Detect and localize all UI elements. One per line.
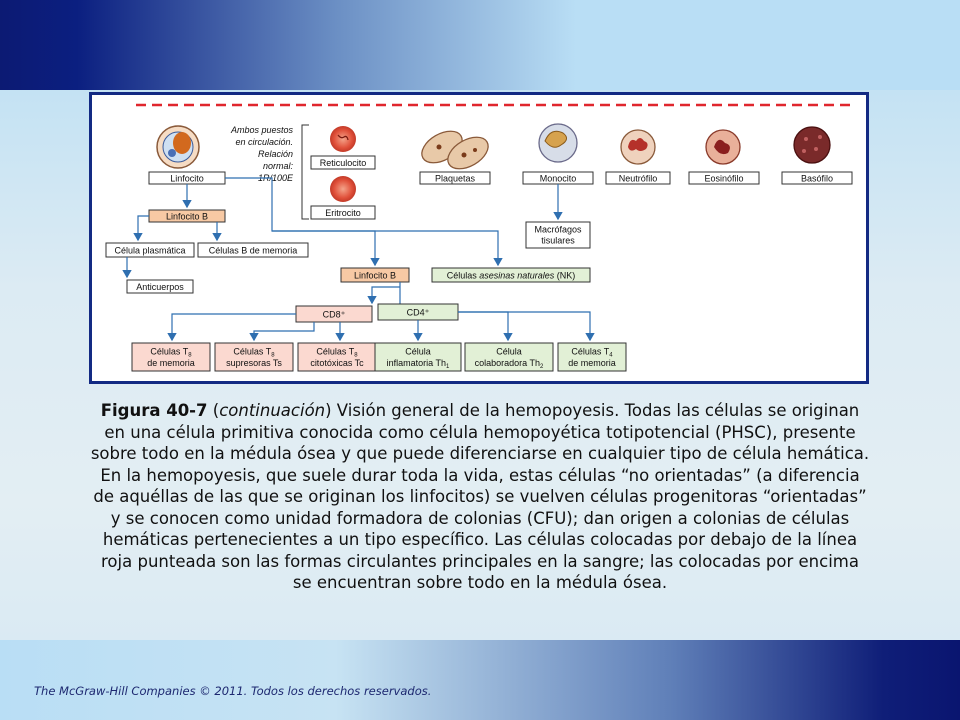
t8-supresoras-line2: supresoras Ts — [226, 358, 282, 368]
t8-memoria-text: Células T — [150, 347, 188, 357]
t8-memoria-line1: Células T8 — [150, 347, 192, 359]
nk-label-italic: asesinas naturales — [479, 271, 555, 281]
hemopoiesis-diagram: Linfocito Ambos puestos en circulación. … — [89, 92, 869, 384]
th2-text: colaboradora Th — [475, 358, 540, 368]
nk-box — [431, 267, 591, 283]
t8-citotoxicas-box — [297, 342, 377, 372]
arrow-to-t8-memoria — [167, 313, 296, 342]
basofilo-label: Basófilo — [801, 174, 833, 184]
bottom-gradient-band — [0, 640, 960, 720]
t8-citotoxicas-subscript: 8 — [354, 353, 358, 359]
t4-memoria-box — [557, 342, 627, 372]
note-line-1: Ambos puestos — [230, 125, 294, 135]
diagram-canvas: Linfocito Ambos puestos en circulación. … — [105, 103, 854, 372]
celula-plasmatica-box — [105, 242, 195, 258]
arrow-to-cd8 — [367, 286, 400, 305]
t4-memoria-subscript: 4 — [609, 353, 613, 359]
plaquetas-box — [419, 171, 491, 185]
note-line-2: en circulación. — [235, 137, 293, 147]
caption-open-paren: ( — [207, 401, 220, 420]
eosinofilo-label: Eosinófilo — [704, 174, 743, 184]
t8-supresoras-text: Células T — [233, 347, 271, 357]
cd8-label: CD8⁺ — [323, 310, 346, 320]
arrow-to-nk — [272, 230, 503, 267]
macrofagos-label-1: Macrófagos — [534, 225, 582, 235]
anticuerpos-box — [126, 279, 194, 294]
linfocito-b-2-label: Linfocito B — [354, 271, 396, 281]
eosinophil-cell-illustration — [705, 129, 741, 165]
caption-body: ) Visión general de la hemopoyesis. Toda… — [90, 401, 870, 592]
basophil-cell-illustration — [793, 126, 831, 164]
caption-continuation: continuación — [219, 401, 326, 420]
th2-subscript: 2 — [540, 364, 544, 370]
monocito-label: Monocito — [540, 174, 577, 184]
eritrocito-box — [310, 205, 376, 220]
t8-memoria-subscript: 8 — [188, 353, 192, 359]
th1-box — [374, 342, 462, 372]
t8-memoria-line2: de memoria — [147, 358, 195, 368]
caption-figure-label: Figura 40-7 — [100, 401, 208, 420]
th1-line1: Célula — [405, 347, 431, 357]
arrow-to-t4-memoria — [458, 311, 595, 342]
eritrocito-label: Eritrocito — [325, 208, 361, 218]
celulas-b-memoria-box — [197, 242, 309, 258]
macrofagos-box — [525, 221, 591, 249]
t4-memoria-line2: de memoria — [568, 358, 616, 368]
th1-subscript: 1 — [446, 364, 450, 370]
arrow-to-th2 — [458, 311, 513, 342]
plaquetas-label: Plaquetas — [435, 174, 476, 184]
t8-supresoras-subscript: 8 — [271, 353, 275, 359]
th1-line2: inflamatoria Th1 — [387, 358, 450, 370]
top-gradient-band — [0, 0, 960, 90]
arrow-to-plasmatica — [133, 215, 149, 242]
neutrofilo-box — [605, 171, 671, 185]
bracket — [301, 124, 309, 220]
linfocito-label: Linfocito — [170, 174, 204, 184]
copyright-footer: The McGraw-Hill Companies © 2011. Todos … — [34, 684, 432, 698]
platelets-illustration — [421, 130, 489, 170]
reticulocito-label: Reticulocito — [320, 158, 367, 168]
t8-citotoxicas-line2: citotóxicas Tc — [310, 358, 364, 368]
figure-caption: Figura 40-7 (continuación) Visión genera… — [90, 400, 870, 594]
reticulocyte-cell-illustration — [330, 126, 356, 152]
t8-supresoras-line1: Células T8 — [233, 347, 275, 359]
neutrofilo-label: Neutrófilo — [619, 174, 658, 184]
t4-memoria-line1: Células T4 — [571, 347, 613, 359]
t4-memoria-text: Células T — [571, 347, 609, 357]
note-line-4: normal: — [263, 161, 294, 171]
th2-line1: Célula — [496, 347, 522, 357]
th1-text: inflamatoria Th — [387, 358, 446, 368]
linfocito-b-label: Linfocito B — [166, 212, 208, 222]
lymphocyte-cell-illustration — [156, 125, 200, 169]
monocyte-cell-illustration — [538, 123, 578, 163]
t8-memoria-box — [131, 342, 211, 372]
th2-box — [464, 342, 554, 372]
linfocito-b-2-box — [340, 267, 410, 283]
celula-plasmatica-label: Célula plasmática — [114, 246, 185, 256]
eosinofilo-box — [688, 171, 760, 185]
macrofagos-label-2: tisulares — [541, 236, 575, 246]
arrow-to-t8-supresoras — [249, 322, 315, 342]
reticulocito-box — [310, 155, 376, 170]
th2-line2: colaboradora Th2 — [475, 358, 544, 370]
t8-citotoxicas-line1: Células T8 — [316, 347, 358, 359]
note-line-3: Relación — [258, 149, 293, 159]
celulas-b-memoria-label: Células B de memoria — [209, 246, 298, 256]
nk-label: Células asesinas naturales (NK) — [447, 271, 576, 281]
cd4-label: CD4⁺ — [407, 308, 430, 318]
note-line-5: 1R/100E — [258, 173, 294, 183]
basofilo-box — [781, 171, 853, 185]
anticuerpos-label: Anticuerpos — [136, 282, 184, 292]
neutrophil-cell-illustration — [620, 129, 656, 165]
nk-label-prefix: Células — [447, 271, 480, 281]
erythrocyte-cell-illustration — [330, 176, 356, 202]
nk-label-suffix: (NK) — [554, 271, 575, 281]
t8-supresoras-box — [214, 342, 294, 372]
t8-citotoxicas-text: Células T — [316, 347, 354, 357]
circulation-note: Ambos puestos en circulación. Relación n… — [230, 125, 294, 183]
